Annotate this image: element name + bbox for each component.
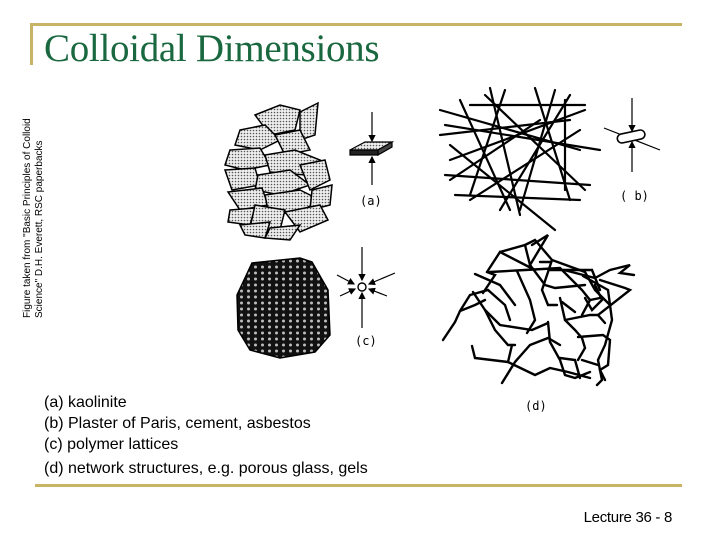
panel-a-label: (a): [360, 194, 382, 208]
panel-c-label: (c): [355, 334, 377, 348]
title-accent-bar: [30, 23, 33, 65]
panel-a-plates: [223, 101, 333, 241]
panel-d-network: [441, 233, 636, 387]
title-accent-line: [30, 23, 682, 26]
panel-d-label: (d): [525, 399, 547, 413]
slide-number: Lecture 36 - 8: [583, 509, 673, 526]
panel-b-rod-detail: [603, 98, 661, 172]
figure-legend: (a) kaolinite (b) Plaster of Paris, ceme…: [44, 392, 368, 479]
panel-c-sphere-detail: [336, 247, 396, 328]
slide-title: Colloidal Dimensions: [44, 27, 380, 70]
panel-c-sphere-aggregate: [236, 257, 331, 359]
legend-item-c: (c) polymer lattices: [44, 436, 179, 453]
legend-item-a: (a) kaolinite: [44, 394, 127, 411]
panel-a-plate-detail: [349, 112, 395, 185]
legend-item-d: (d) network structures, e.g. porous glas…: [44, 460, 368, 477]
legend-item-b: (b) Plaster of Paris, cement, asbestos: [44, 415, 311, 432]
footer-accent-line: [35, 484, 682, 487]
panel-b-rods: [438, 86, 602, 232]
panel-b-label: ( b): [620, 189, 649, 203]
